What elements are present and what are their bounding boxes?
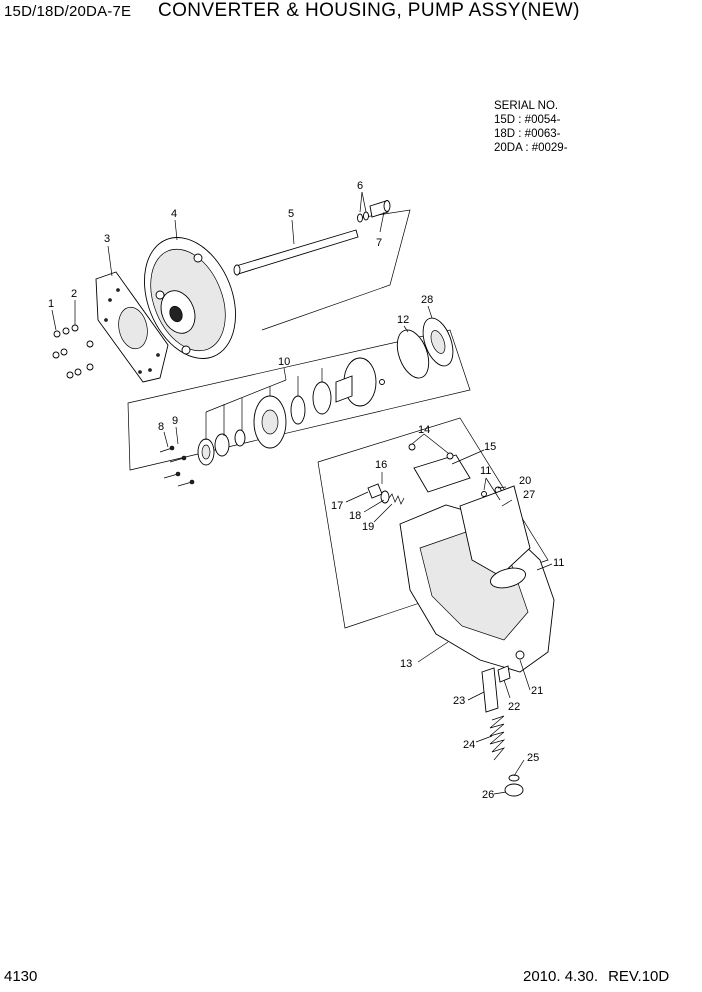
callout-12: 12: [397, 314, 409, 326]
cap-part: [504, 783, 524, 797]
callout-16: 16: [375, 459, 387, 471]
callout-19: 19: [362, 521, 374, 533]
pump-assembly-part: [197, 357, 385, 466]
torque-converter-part: [144, 237, 236, 359]
callout-14: 14: [418, 424, 430, 436]
o-ring-part: [396, 329, 430, 379]
serial-line-20da: 20DA : #0029-: [494, 142, 568, 154]
pump-bolts-part: [159, 445, 195, 487]
page-title: CONVERTER & HOUSING, PUMP ASSY(NEW): [158, 0, 580, 21]
valve-stem-part: [481, 667, 499, 713]
callout-7: 7: [376, 237, 382, 249]
callout-11-b: 11: [553, 557, 564, 569]
shaft-group-frame: [261, 209, 411, 331]
input-shaft-part: [233, 229, 359, 276]
cover-plate-part: [413, 454, 471, 493]
bushing-part: [369, 200, 391, 218]
snap-rings-part: [357, 211, 369, 223]
valve-plug-part: [367, 483, 383, 499]
callout-24: 24: [463, 739, 475, 751]
callout-11-a: 11: [480, 465, 491, 477]
callout-25: 25: [527, 752, 539, 764]
serial-line-15d: 15D : #0054-: [494, 114, 561, 126]
serial-line-18d: 18D : #0063-: [494, 128, 561, 140]
flex-plate-part: [95, 271, 169, 383]
revision-info: 2010. 4.30. REV.10D: [523, 968, 669, 985]
converter-housing-part: [399, 485, 555, 673]
callout-4: 4: [171, 208, 177, 220]
plate-bolt-b: [446, 452, 454, 460]
callout-1: 1: [48, 298, 54, 310]
model-code: 15D/18D/20DA-7E: [4, 3, 132, 20]
callout-6: 6: [357, 180, 363, 192]
fitting-part: [497, 665, 511, 683]
callout-3: 3: [104, 233, 110, 245]
callout-18: 18: [349, 510, 361, 522]
retainer-part: [508, 774, 520, 782]
bolts-washers-left: [52, 324, 94, 379]
callout-23: 23: [453, 695, 465, 707]
gasket-part: [422, 317, 454, 367]
revision-date: 2010. 4.30.: [523, 968, 599, 985]
callout-13: 13: [400, 658, 412, 670]
pump-group-frame: [127, 329, 471, 471]
callout-20: 20: [519, 475, 531, 487]
callout-21: 21: [531, 685, 543, 697]
callout-27: 27: [523, 489, 535, 501]
serial-number-block: SERIAL NO. 15D : #0054- 18D : #0063- 20D…: [494, 99, 568, 155]
callout-8: 8: [158, 421, 164, 433]
callout-26: 26: [482, 789, 494, 801]
plate-bolt-a: [408, 443, 416, 451]
callout-10: 10: [278, 356, 290, 368]
callout-15: 15: [484, 441, 496, 453]
revision-code: REV.10D: [608, 968, 670, 985]
page-number: 4130: [4, 968, 38, 985]
callout-2: 2: [71, 288, 77, 300]
housing-bolt-a: [481, 491, 487, 497]
serial-heading: SERIAL NO.: [494, 100, 559, 112]
valve-spring-part: [388, 493, 405, 505]
housing-group-frame: [317, 417, 549, 629]
valve-seal-part: [380, 490, 390, 504]
callout-22: 22: [508, 701, 520, 713]
callout-9: 9: [172, 415, 178, 427]
callout-28: 28: [421, 294, 433, 306]
callout-17: 17: [331, 500, 343, 512]
callout-5: 5: [288, 208, 294, 220]
return-spring-part: [489, 715, 506, 761]
leader-lines: [51, 191, 553, 795]
